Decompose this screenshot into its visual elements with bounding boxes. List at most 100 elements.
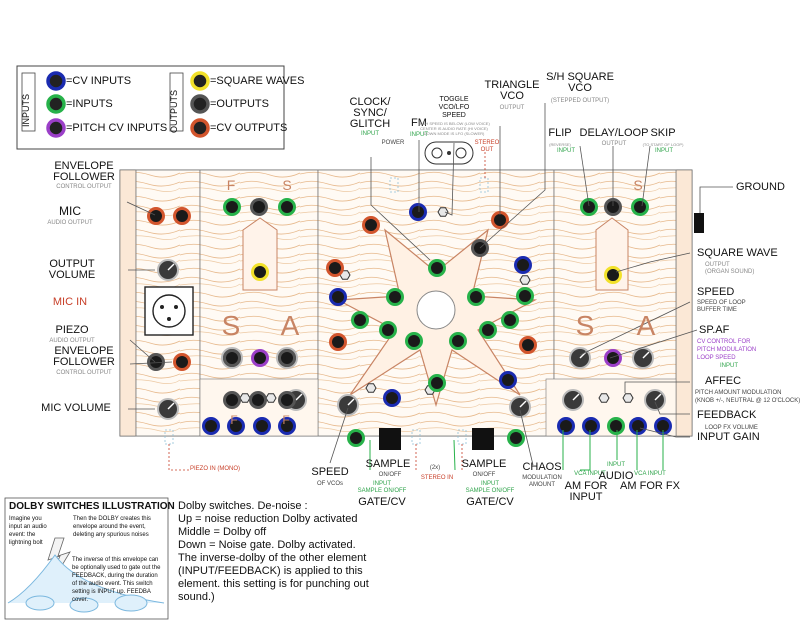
jack-cv[interactable] [202, 417, 220, 435]
piezo-in-label: PIEZO IN (MONO) [190, 466, 240, 472]
jack-cvout[interactable] [362, 216, 380, 234]
env-follower-2-label: ENVELOPE FOLLOWER [53, 345, 115, 368]
am-input-sub: VCA INPUT [574, 471, 606, 477]
jack-in[interactable] [428, 374, 446, 392]
skip-sub: (TO START OF LOOP) [642, 142, 684, 147]
jack-cv[interactable] [514, 256, 532, 274]
mic-in-label: MIC IN [52, 296, 88, 308]
jack-cvout[interactable] [147, 207, 165, 225]
dolby-text-line: Middle = Dolby off [178, 526, 267, 538]
sample-switches [379, 213, 704, 450]
sample-1-sub: ON/OFF [378, 472, 402, 478]
clock-sync-glitch-label: CLOCK/ SYNC/ GLITCH [349, 96, 391, 130]
sample-2-sub: ON/OFF [472, 472, 496, 478]
speed-vco-label: SPEED [311, 466, 349, 478]
dolby-text-line: Down = Noise gate. Dolby activated. [178, 539, 356, 551]
jack-cv[interactable] [253, 417, 271, 435]
jack-cvout[interactable] [326, 259, 344, 277]
knob-pointer [572, 393, 580, 401]
jack-cv[interactable] [582, 417, 600, 435]
jack-out[interactable] [147, 353, 165, 371]
speed-label: SPEED [697, 286, 735, 298]
jack-out[interactable] [249, 391, 267, 409]
am-fx-sub: VCA INPUT [634, 471, 666, 477]
jack-in[interactable] [386, 288, 404, 306]
jack-out[interactable] [223, 391, 241, 409]
power-label: POWER [381, 140, 405, 146]
sh-sub: (STEPPED OUTPUT) [550, 98, 610, 104]
jack-in[interactable] [580, 198, 598, 216]
jack-cv[interactable] [278, 417, 296, 435]
jack-in[interactable] [501, 311, 519, 329]
jack-cv[interactable] [557, 417, 575, 435]
jack-cv[interactable] [499, 371, 517, 389]
letter-f3: F [282, 413, 290, 427]
jack-cv[interactable] [629, 417, 647, 435]
hex-nut [265, 393, 277, 403]
jack-in[interactable] [631, 198, 649, 216]
dolby-text-line: Dolby switches. De-noise : [178, 500, 308, 512]
jack-sq[interactable] [251, 263, 269, 281]
clock-input-sub: INPUT [361, 131, 379, 137]
leader-lines [126, 103, 733, 466]
jack-cvout[interactable] [173, 207, 191, 225]
hex-nut [239, 393, 251, 403]
dolby-text-line: element. this setting is for punching ou… [178, 578, 369, 590]
jack-in[interactable] [347, 429, 365, 447]
letter-s2: S [221, 310, 241, 341]
jack-cvout[interactable] [173, 353, 191, 371]
jack-out[interactable] [278, 391, 296, 409]
jack-cv[interactable] [329, 288, 347, 306]
jack-in[interactable] [351, 311, 369, 329]
hex-nut [519, 275, 531, 285]
mic-in-connector [144, 286, 194, 336]
jack-in[interactable] [607, 417, 625, 435]
jack-in[interactable] [516, 287, 534, 305]
mic-volume-label: MIC VOLUME [41, 402, 111, 414]
chaos-label: CHAOS [522, 461, 562, 473]
dolby-text-line: sound.) [178, 591, 215, 603]
jack-cv[interactable] [409, 203, 427, 221]
jack-cvout[interactable] [519, 336, 537, 354]
jack-in[interactable] [479, 321, 497, 339]
toggle-sub: HIGH SPEED IS BELOW (LOW VOICE) CENTER I… [418, 121, 490, 136]
piezo-label: PIEZO [55, 324, 89, 336]
triangle-vco-label: TRIANGLE VCO [484, 79, 540, 102]
jack-in[interactable] [379, 321, 397, 339]
skip-input: INPUT [655, 148, 673, 154]
square-wave-label: SQUARE WAVE [697, 247, 778, 259]
jack-cvout[interactable] [329, 333, 347, 351]
jack-out[interactable] [278, 349, 296, 367]
jack-pitch[interactable] [251, 349, 269, 367]
mic-label: MIC [59, 204, 81, 218]
jack-out[interactable] [250, 198, 268, 216]
jack-in[interactable] [467, 288, 485, 306]
jack-out[interactable] [223, 349, 241, 367]
x2-label: (2x) [429, 465, 441, 471]
sh-square-vco-label: S/H SQUARE VCO [546, 71, 614, 94]
center-hole [416, 290, 456, 330]
knob-pointer [654, 393, 662, 401]
spaf-label: SP.AF [699, 324, 730, 336]
am-for-fx-label: AM FOR FX [620, 480, 680, 492]
jack-cv[interactable] [383, 389, 401, 407]
jack-pitch[interactable] [604, 349, 622, 367]
legend-outputs-group: OUTPUTS [169, 90, 179, 134]
jack-in[interactable] [507, 429, 525, 447]
affec-sub: PITCH AMOUNT MODULATION (KNOB +/-, NEUTR… [695, 390, 801, 404]
gate-cv-2-label: GATE/CV [466, 496, 514, 508]
jack-in[interactable] [405, 332, 423, 350]
stereo-out-label: STEREO OUT [474, 140, 500, 153]
gate-cv-1-label: GATE/CV [358, 496, 406, 508]
jack-in[interactable] [278, 198, 296, 216]
jack-cv[interactable] [227, 417, 245, 435]
dolby-text-line: The inverse-dolby of the other element [178, 552, 367, 564]
legend-cv-outputs: =CV OUTPUTS [210, 122, 288, 134]
jack-in[interactable] [223, 198, 241, 216]
letter-a2: A [636, 310, 656, 341]
jack-sq[interactable] [604, 266, 622, 284]
spaf-input: INPUT [720, 363, 738, 369]
jack-in[interactable] [428, 259, 446, 277]
jack-in[interactable] [449, 332, 467, 350]
